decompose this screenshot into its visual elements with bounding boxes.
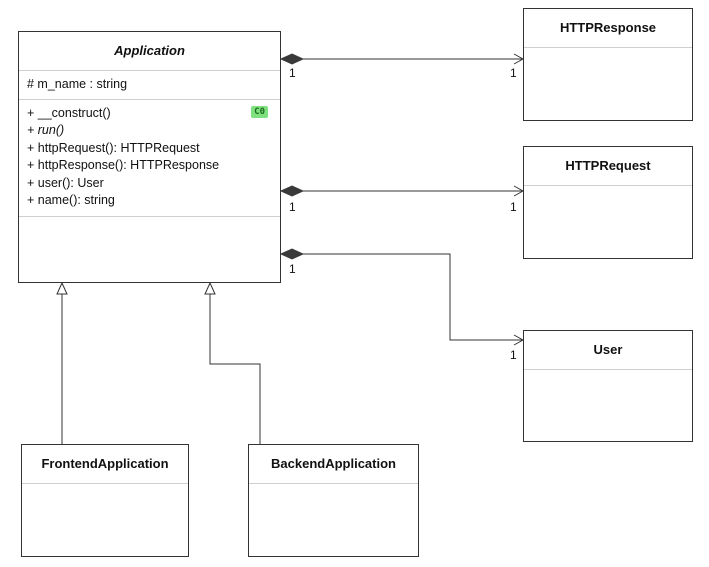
class-frontend-application[interactable]: FrontendApplication (21, 444, 189, 557)
class-application-attributes: # m_name : string (19, 70, 280, 99)
class-backend-application[interactable]: BackendApplication (248, 444, 419, 557)
class-frontend-application-name: FrontendApplication (41, 456, 169, 471)
class-application[interactable]: Application # m_name : string + __constr… (18, 31, 281, 283)
class-application-operations: + __construct() + run() + httpRequest():… (19, 98, 280, 216)
generalization-frontend (56, 281, 68, 444)
class-http-request-name: HTTPRequest (565, 158, 651, 173)
composition-response (279, 53, 525, 65)
composition-diamond-response (279, 53, 305, 65)
multiplicity-request-source: 1 (289, 200, 296, 214)
inheritance-triangle-frontend (56, 281, 68, 295)
class-user-body (524, 369, 692, 370)
composition-diamond-request (279, 185, 305, 197)
association-line-user (303, 253, 523, 341)
multiplicity-user-target: 1 (510, 348, 517, 362)
class-http-response[interactable]: HTTPResponse (523, 8, 693, 121)
composition-diamond-user (279, 248, 305, 260)
operation-name: + name(): string (27, 193, 115, 207)
class-application-name: Application (114, 43, 185, 58)
attribute-m-name: # m_name : string (27, 77, 128, 91)
multiplicity-response-target: 1 (510, 66, 517, 80)
inheritance-triangle-backend (204, 281, 216, 295)
composition-user (279, 248, 525, 346)
class-user-name: User (593, 342, 623, 357)
class-frontend-application-body (22, 483, 188, 484)
operation-http-request: + httpRequest(): HTTPRequest (27, 140, 200, 155)
class-application-extra-compartment (19, 215, 280, 217)
class-backend-application-name: BackendApplication (271, 456, 396, 471)
inheritance-line-backend (209, 294, 261, 444)
operation-user: + user(): User (27, 175, 104, 190)
multiplicity-response-source: 1 (289, 66, 296, 80)
constructor-badge: C0 (251, 105, 268, 118)
operation-construct: + __construct() (27, 105, 111, 120)
class-http-request-body (524, 185, 692, 186)
multiplicity-request-target: 1 (510, 200, 517, 214)
class-http-request[interactable]: HTTPRequest (523, 146, 693, 259)
multiplicity-user-source: 1 (289, 262, 296, 276)
generalization-backend (204, 281, 261, 444)
class-http-response-name: HTTPResponse (559, 20, 657, 35)
class-user[interactable]: User (523, 330, 693, 442)
operation-run: + run() (27, 123, 65, 137)
class-http-response-body (524, 47, 692, 48)
class-backend-application-body (249, 483, 418, 484)
operation-http-response: + httpResponse(): HTTPResponse (27, 158, 220, 172)
composition-request (279, 185, 525, 197)
